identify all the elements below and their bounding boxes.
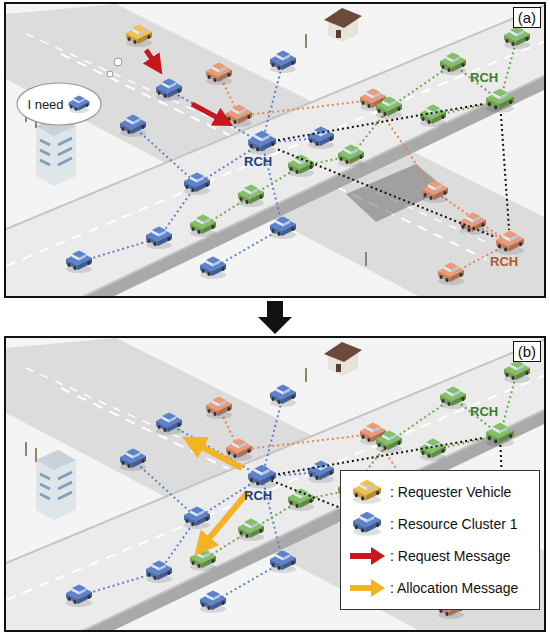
car-icon: [248, 131, 276, 155]
requester-car: [126, 25, 152, 48]
thought-dot: [114, 58, 122, 66]
thought-bubble: I need: [16, 82, 102, 126]
panel-label: (b): [513, 341, 541, 362]
transition-arrow: [258, 301, 292, 334]
panel-frame: (a)I needRCHRCHRCH: [4, 2, 546, 298]
cluster-head: RCH: [494, 230, 526, 256]
cluster-head-car: [484, 422, 516, 448]
thought-dot: [107, 71, 113, 77]
node-label: RCH: [244, 154, 272, 169]
legend-text: : Requester Vehicle: [390, 484, 511, 500]
cluster-head: RCH: [484, 422, 516, 448]
legend-row: : Resource Cluster 1: [347, 508, 533, 540]
legend-text: : Allocation Message: [390, 580, 518, 596]
legend-arrow-head: [371, 547, 385, 565]
node-label: RCH: [470, 404, 498, 419]
panel-a-scene: [6, 4, 544, 296]
cluster-head: RCH: [246, 464, 278, 490]
node-label: RCH: [244, 488, 272, 503]
legend-row: : Requester Vehicle: [347, 476, 533, 508]
allocation-arrow: [206, 492, 248, 542]
cluster-head-car: [246, 130, 278, 156]
legend-sample: [347, 510, 387, 538]
legend-sample: [347, 574, 387, 602]
node-label: RCH: [490, 254, 518, 269]
request-arrow: [192, 104, 220, 119]
legend-text: : Resource Cluster 1: [390, 516, 518, 532]
car-icon: [486, 423, 514, 447]
cluster-head-link: [278, 149, 494, 236]
cluster-head-car: [246, 464, 278, 490]
legend-car: [353, 512, 381, 536]
request-arrow: [146, 50, 154, 62]
cluster-head: RCH: [246, 130, 278, 156]
legend-row: : Allocation Message: [347, 572, 533, 604]
car-icon: [496, 231, 524, 255]
thought-text: I need: [27, 97, 63, 112]
legend-arrow-shaft: [350, 553, 373, 559]
scene: [6, 4, 544, 296]
cluster-head-link: [501, 114, 509, 230]
panel-label: (a): [513, 7, 541, 28]
allocation-arrow: [198, 445, 242, 468]
car-icon: [248, 465, 276, 489]
scene: [6, 338, 544, 630]
legend-sample: [347, 542, 387, 570]
car-icon: [68, 95, 89, 113]
legend-arrow-head: [371, 579, 385, 597]
legend-sample: [347, 478, 387, 506]
legend-text: : Request Message: [390, 548, 511, 564]
node-label: RCH: [470, 70, 498, 85]
cluster-head: RCH: [484, 88, 516, 114]
cluster-head-car: [494, 230, 526, 256]
legend-car: [353, 480, 381, 504]
bubble-car: [67, 95, 91, 114]
legend: : Requester Vehicle : Resource Cluster 1:…: [340, 470, 540, 610]
bubble-content: I need: [16, 82, 102, 126]
car-icon: [486, 89, 514, 113]
panel-b-scene: [6, 338, 544, 630]
cluster-head-link: [278, 104, 484, 140]
bubble-outline: [17, 83, 101, 125]
legend-row: : Request Message: [347, 540, 533, 572]
legend-arrow-shaft: [350, 585, 373, 591]
cluster-head-car: [484, 88, 516, 114]
cluster-head-link: [278, 438, 484, 474]
